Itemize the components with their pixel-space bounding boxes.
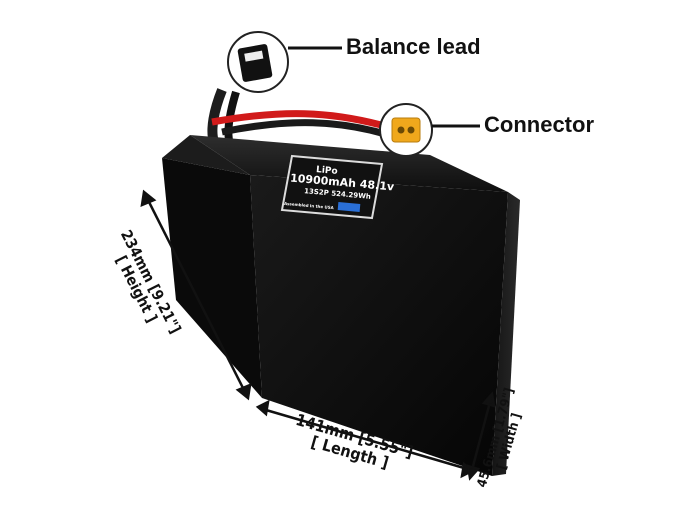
brand-logo-icon <box>337 202 361 212</box>
main-lead-wires <box>211 110 394 140</box>
connector-label: Connector <box>484 112 594 137</box>
battery-label-plate <box>280 154 384 220</box>
balance-plug-icon <box>227 31 342 93</box>
balance-lead-label: Balance lead <box>346 34 481 59</box>
xt-connector-icon <box>379 103 480 157</box>
dimension-arrows <box>140 189 496 481</box>
